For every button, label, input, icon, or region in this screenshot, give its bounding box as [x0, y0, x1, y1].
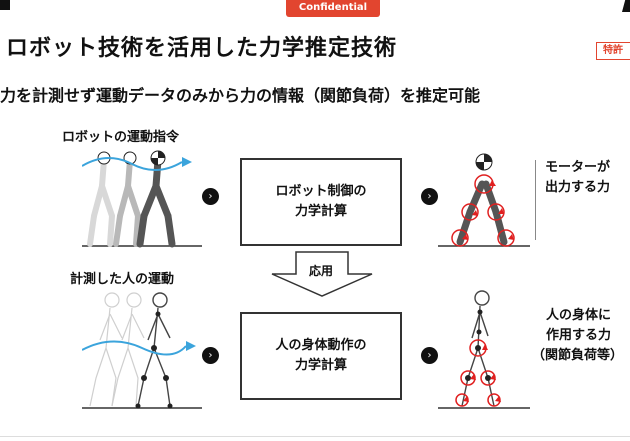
- human-dynamics-line-2: 力学計算: [294, 358, 347, 373]
- play-arrow-icon: ›: [202, 188, 219, 205]
- body-force-line-2: 作用する力: [546, 328, 612, 343]
- body-force-line-3: （関節負荷等）: [532, 348, 624, 363]
- play-arrow-icon: ›: [202, 347, 219, 364]
- corner-mark-left: [0, 0, 10, 10]
- human-dynamics-box: 人の身体動作の 力学計算: [240, 312, 402, 400]
- body-force-label: 人の身体に 作用する力 （関節負荷等）: [532, 306, 623, 366]
- robot-leg-figure: [438, 153, 530, 247]
- play-arrow-icon: ›: [421, 347, 438, 364]
- human-skeleton-figure: [438, 290, 530, 409]
- body-force-line-1: 人の身体に: [546, 308, 612, 323]
- human-dynamics-line-1: 人の身体動作の: [275, 338, 367, 353]
- page-title: ロボット技術を活用した力学推定技術: [6, 36, 398, 61]
- apply-arrow: [271, 251, 373, 297]
- patent-tag: 特許: [596, 42, 630, 60]
- motor-force-line-1: モーターが: [545, 160, 611, 175]
- corner-mark-right: [622, 0, 630, 12]
- robot-dynamics-box: ロボット制御の 力学計算: [240, 158, 402, 246]
- apply-label: 応用: [308, 264, 333, 278]
- motor-force-label: モーターが 出力する力: [545, 158, 610, 198]
- footer-divider: [0, 436, 630, 437]
- human-walk-figure: [82, 292, 202, 409]
- play-arrow-icon: ›: [421, 188, 438, 205]
- robot-dynamics-line-1: ロボット制御の: [275, 184, 367, 199]
- robot-walk-figure: [82, 150, 202, 248]
- robot-dynamics-line-2: 力学計算: [294, 204, 347, 219]
- page-subtitle: 力を計測せず運動データのみから力の情報（関節負荷）を推定可能: [0, 86, 481, 105]
- motor-force-line-2: 出力する力: [545, 180, 611, 195]
- robot-motion-label: ロボットの運動指令: [62, 130, 180, 145]
- human-motion-label: 計測した人の運動: [70, 272, 175, 287]
- divider: [535, 160, 536, 240]
- confidential-badge: Confidential: [286, 0, 380, 17]
